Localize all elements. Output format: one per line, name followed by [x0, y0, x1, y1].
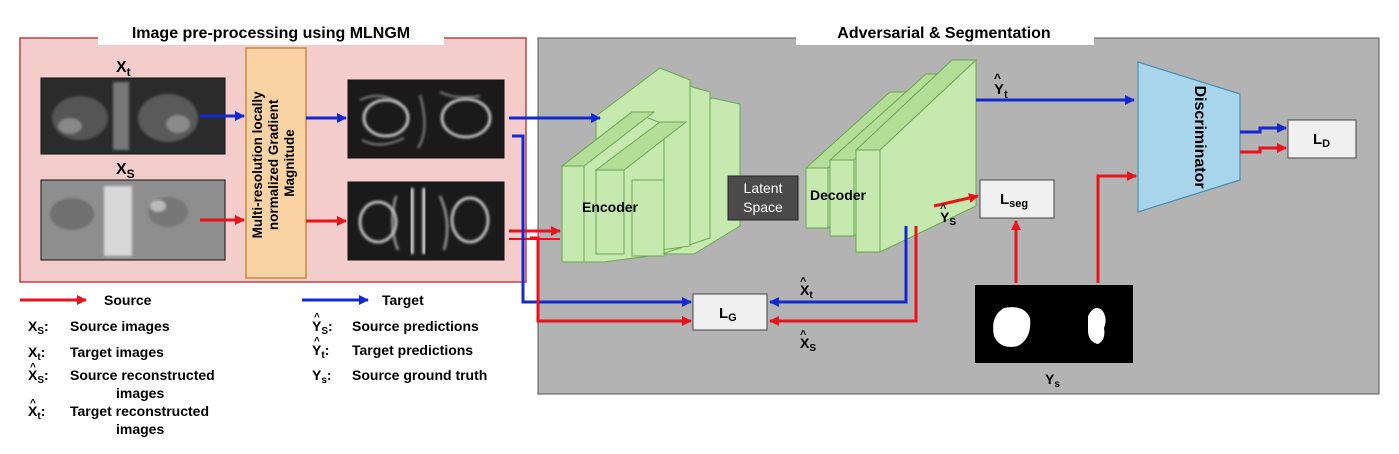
- legend-left: XS: Source images Xt: Target images ^ XS…: [28, 318, 215, 437]
- discriminator-label: Discriminator: [1191, 85, 1208, 188]
- legend-ys-desc: Source ground truth: [352, 367, 487, 383]
- legend-xt-hat-symbol: Xt:: [28, 403, 45, 422]
- legend-xs-hat-desc-2: images: [116, 385, 164, 401]
- yt-hat-label: ^Yt: [994, 71, 1008, 101]
- legend-ys-hat-desc: Source predictions: [352, 318, 479, 334]
- target-gradient-image: [347, 79, 505, 159]
- preprocessing-title-bg: [98, 21, 444, 45]
- legend-xs-desc: Source images: [70, 318, 170, 334]
- legend-target-label: Target: [382, 292, 424, 308]
- legend-source-label: Source: [104, 292, 152, 308]
- legend-xt-hat-desc-1: Target reconstructed: [70, 403, 209, 419]
- xt-hat-arrow: [769, 226, 908, 307]
- ys-hat-label: ^YS: [940, 203, 956, 228]
- decoder-label: Decoder: [810, 187, 867, 203]
- latent-space-box: [727, 175, 799, 221]
- legend-xs-hat-caret: ^: [30, 362, 36, 373]
- latent-space-label: Latent: [744, 180, 783, 196]
- legend-yt-hat-symbol: Yt:: [312, 342, 329, 361]
- discriminator-block: [1137, 61, 1241, 213]
- source-to-lg-arrow: [530, 236, 692, 326]
- encoder-label: Encoder: [582, 199, 639, 215]
- legend-ys-symbol: Ys:: [312, 367, 332, 386]
- discriminator-target-to-ld-arrow: [1240, 123, 1287, 134]
- xt-hat-label: ^Xt: [800, 276, 813, 301]
- lg-label: LG: [719, 305, 737, 324]
- legend-xs-hat-symbol: XS:: [28, 367, 49, 386]
- source-ct-image: [40, 179, 226, 261]
- discriminator-source-to-ld-arrow: [1240, 143, 1287, 154]
- target-to-lg-arrow: [512, 134, 692, 307]
- lg-box: [692, 293, 768, 331]
- legend-yt-hat-desc: Target predictions: [352, 342, 473, 358]
- adversarial-title: Adversarial & Segmentation: [837, 25, 1050, 42]
- ys-to-discriminator-arrow: [1096, 171, 1137, 283]
- xs-hat-arrow: [769, 226, 918, 326]
- legend-right: ^ YS: Source predictions ^ Yt: Target pr…: [312, 312, 487, 386]
- adversarial-title-bg: [796, 21, 1094, 45]
- ys-label: Ys: [1045, 371, 1060, 390]
- source-gradient-image: [347, 181, 505, 261]
- target-mri-image: [40, 77, 226, 155]
- ground-truth-mask: [975, 285, 1133, 363]
- xs-label: XS: [116, 161, 135, 181]
- latent-space-label-2: Space: [743, 199, 783, 215]
- lseg-label: Lseg: [1000, 191, 1028, 210]
- mlngm-box-label: Multi-resolution locally normalized Grad…: [250, 88, 297, 239]
- preprocessing-title: Image pre-processing using MLNGM: [132, 25, 410, 42]
- mlngm-box: [245, 47, 307, 279]
- xt-label: Xt: [116, 59, 131, 79]
- legend-xt-hat-caret: ^: [30, 398, 36, 409]
- legend-ys-hat-symbol: YS:: [312, 318, 333, 337]
- legend-xt-hat-desc-2: images: [116, 421, 164, 437]
- legend-ys-hat-caret: ^: [314, 312, 320, 323]
- ld-label: LD: [1313, 131, 1330, 150]
- legend-xt-symbol: Xt:: [28, 344, 45, 363]
- legend-xs-hat-desc-1: Source reconstructed: [70, 367, 215, 383]
- legend-xs-symbol: XS:: [28, 318, 49, 337]
- legend-xt-desc: Target images: [70, 344, 164, 360]
- encoder-block: [560, 67, 741, 263]
- legend-yt-hat-caret: ^: [314, 336, 320, 347]
- lseg-box: [979, 179, 1055, 219]
- ys-hat-arrow: [933, 193, 979, 208]
- xs-hat-label: ^XS: [800, 329, 816, 354]
- decoder-block: [804, 58, 978, 253]
- ld-box: [1287, 119, 1357, 159]
